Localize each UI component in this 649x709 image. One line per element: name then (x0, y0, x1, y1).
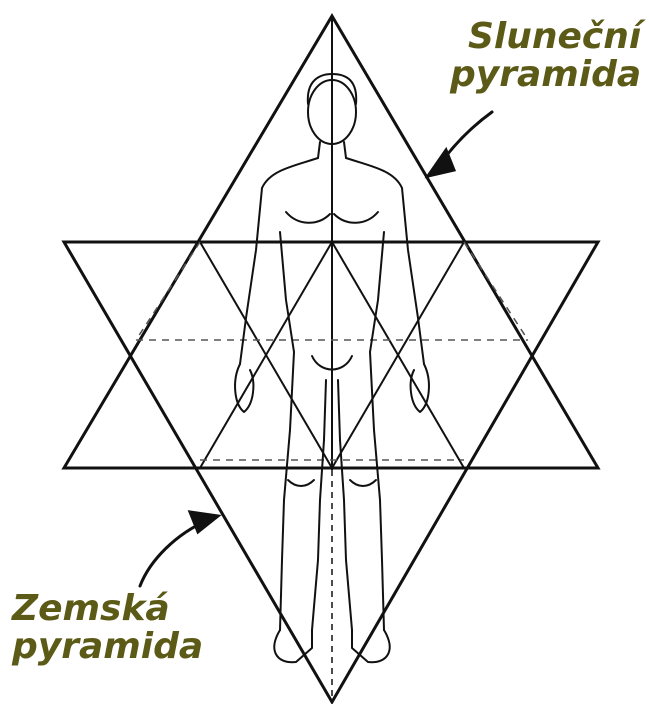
sun-label-line2: pyramida (450, 56, 641, 94)
sun-pyramid-label: Sluneční pyramida (450, 18, 641, 94)
earth-arrow-head (190, 512, 218, 532)
hidden-edge-upper-right (464, 242, 528, 340)
figure-right-hand (411, 364, 429, 412)
hidden-edge-upper-left (136, 242, 200, 340)
earth-label-line1: Zemská (12, 590, 203, 628)
sun-arrow-head (428, 150, 454, 176)
sun-label-line1: Sluneční (450, 18, 641, 56)
earth-label-line2: pyramida (12, 628, 203, 666)
earth-pyramid-label: Zemská pyramida (12, 590, 203, 666)
figure-left-hand (235, 364, 253, 412)
